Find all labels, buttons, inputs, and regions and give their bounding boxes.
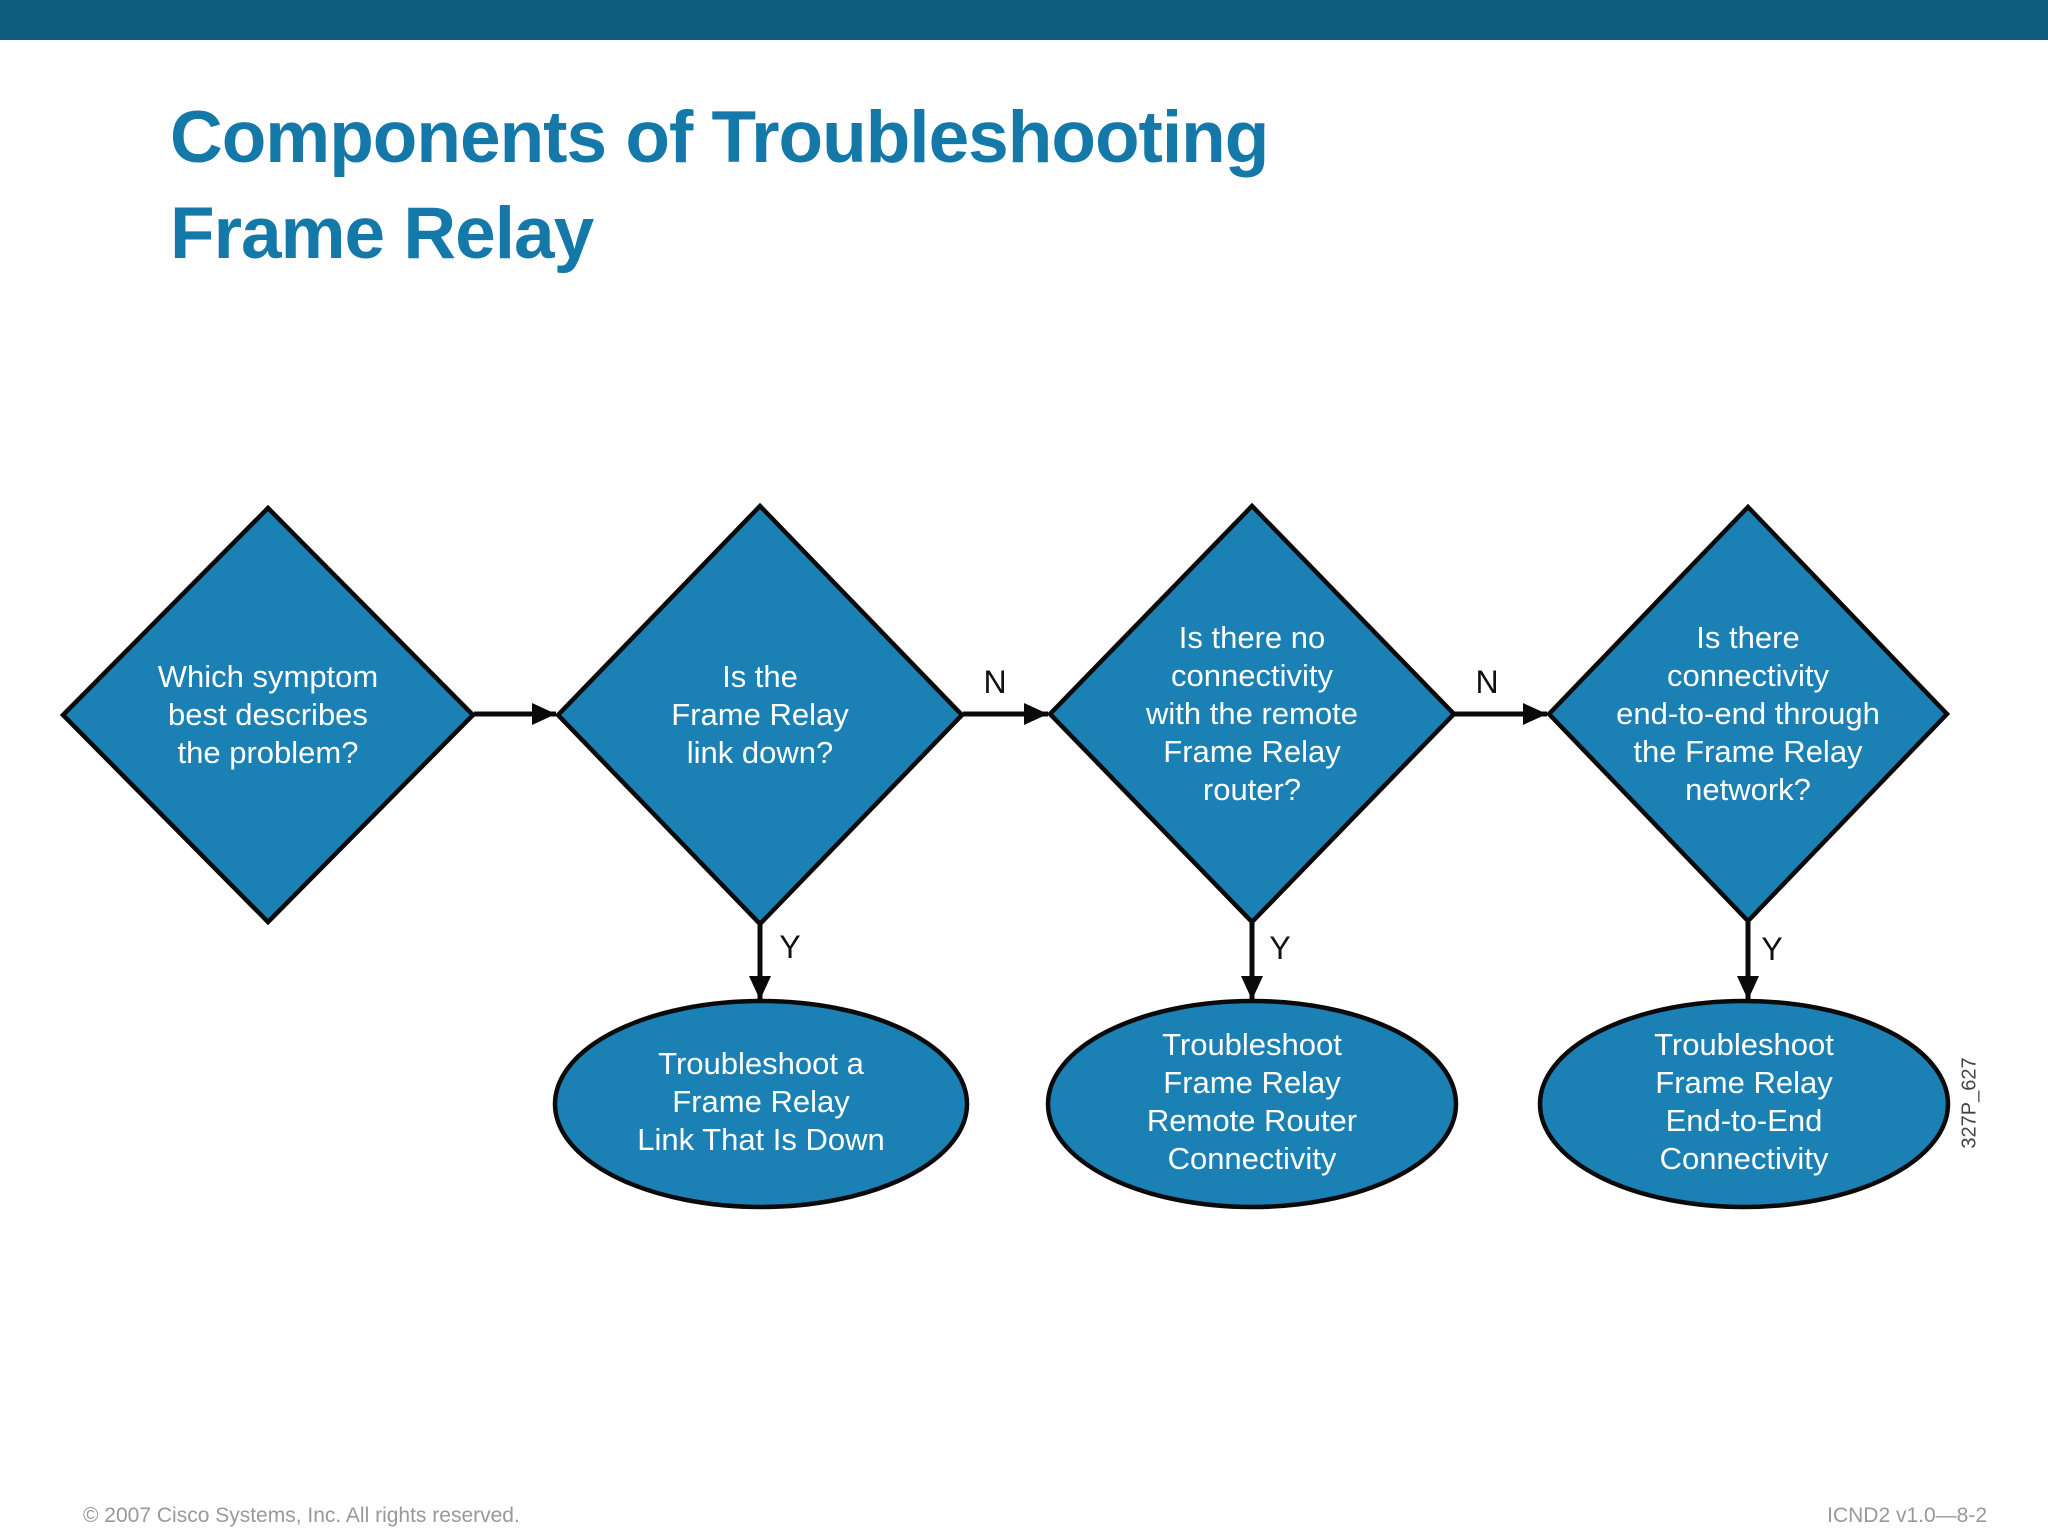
edge-label-no-2: N	[1475, 664, 1499, 700]
action-label-remote-router: Troubleshoot Frame Relay Remote Router C…	[1146, 1027, 1358, 1176]
action-label-link-down: Troubleshoot a Frame Relay Link That Is …	[637, 1046, 885, 1157]
decision-diamond-end-to-end	[1545, 503, 1951, 925]
decision-diamond-link-down	[554, 502, 966, 928]
slide-title: Components of Troubleshooting Frame Rela…	[170, 97, 1269, 274]
figure-id-watermark: 327P_627	[1958, 1057, 1981, 1149]
action-label-end-to-end: Troubleshoot Frame Relay End-to-End Conn…	[1654, 1027, 1834, 1176]
decision-label-which-symptom: Which symptom best describes the problem…	[157, 659, 379, 770]
footer-copyright: © 2007 Cisco Systems, Inc. All rights re…	[83, 1504, 520, 1527]
decision-diamond-remote-connectivity	[1046, 502, 1458, 926]
edge-label-yes-1: Y	[779, 929, 801, 965]
action-ellipse-link-down	[552, 998, 970, 1210]
decision-label-end-to-end: Is there connectivity end-to-end through…	[1616, 620, 1880, 807]
action-ellipse-remote-router	[1045, 998, 1459, 1210]
decision-diamond-which-symptom	[59, 504, 477, 926]
action-ellipse-end-to-end	[1537, 998, 1951, 1210]
decision-label-remote-connectivity: Is there no connectivity with the remote…	[1146, 620, 1358, 807]
edge-label-no-1: N	[983, 664, 1007, 700]
edge-label-yes-3: Y	[1761, 931, 1783, 967]
top-accent-bar	[0, 0, 2048, 40]
footer-course-code: ICND2 v1.0—8-2	[1827, 1504, 1987, 1527]
decision-label-link-down: Is the Frame Relay link down?	[671, 659, 849, 770]
edge-label-yes-2: Y	[1269, 930, 1291, 966]
